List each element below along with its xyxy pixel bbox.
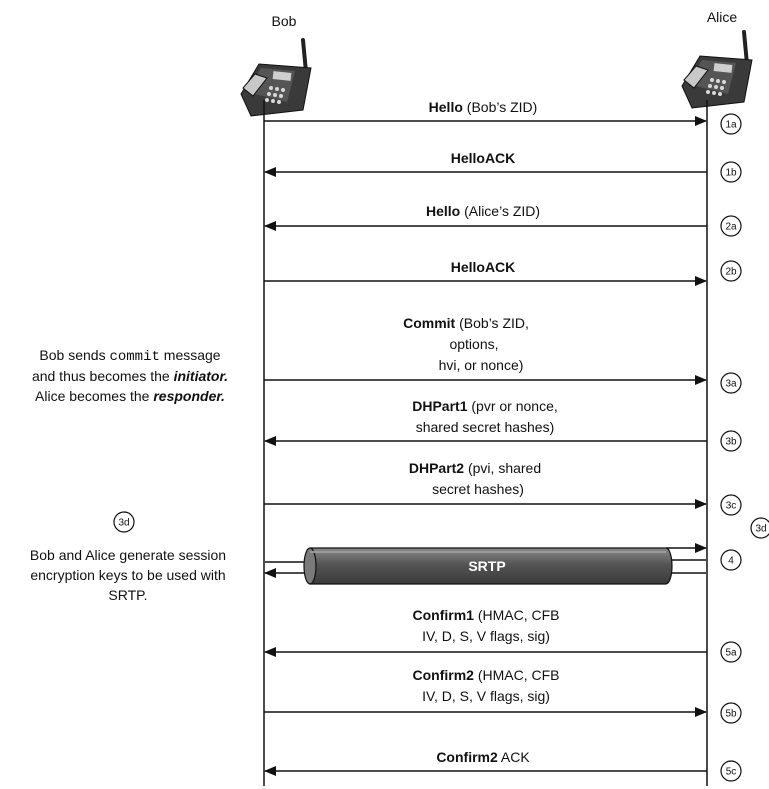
svg-text:1a: 1a (725, 120, 737, 131)
step-marker-5a: 5a (720, 641, 742, 663)
note-keys-line1: Bob and Alice generate session (30, 547, 226, 563)
msg-confirm1-label: Confirm1 (HMAC, CFB (412, 607, 559, 623)
msg-commit-label: Commit (Bob’s ZID, (403, 315, 529, 331)
svg-text:1b: 1b (725, 168, 737, 179)
svg-text:3c: 3c (726, 501, 737, 512)
alice-phone-icon (681, 30, 753, 109)
svg-text:5a: 5a (725, 648, 737, 659)
msg-commit-line3: hvi, or nonce) (439, 357, 524, 373)
msg-confirm1-line2: IV, D, S, V flags, sig) (422, 628, 550, 644)
msg-helloack-2-label: HelloACK (451, 259, 516, 275)
msg-confirm2-label: Confirm2 (HMAC, CFB (412, 667, 559, 683)
note-keys-line2: encryption keys to be used with (30, 567, 225, 583)
srtp-label: SRTP (468, 558, 505, 574)
step-marker-4: 4 (720, 549, 742, 571)
step-marker-1a: 1a (720, 113, 742, 135)
msg-dhpart2-line2: secret hashes) (432, 481, 524, 497)
step-marker-5b: 5b (720, 702, 742, 724)
step-marker-3d-left: 3d (113, 511, 135, 533)
svg-text:3d: 3d (755, 524, 766, 535)
svg-text:3d: 3d (118, 518, 129, 529)
step-marker-5c: 5c (720, 760, 742, 782)
msg-hello-bob-label: Hello (Bob’s ZID) (429, 99, 538, 115)
svg-text:5c: 5c (726, 767, 737, 778)
note-commit-line1: Bob sends commit message (39, 347, 220, 365)
step-marker-3a: 3a (720, 372, 742, 394)
svg-text:4: 4 (728, 556, 734, 567)
msg-dhpart1-label: DHPart1 (pvr or nonce, (412, 398, 558, 414)
msg-confirm2-ack-label: Confirm2 ACK (436, 749, 530, 765)
msg-dhpart1-line2: shared secret hashes) (416, 419, 555, 435)
bob-phone-icon (240, 38, 312, 117)
svg-text:3a: 3a (725, 379, 737, 390)
note-commit-line3: Alice becomes the responder. (35, 388, 225, 404)
svg-text:3b: 3b (725, 437, 737, 448)
step-marker-3b: 3b (720, 430, 742, 452)
msg-confirm2-line2: IV, D, S, V flags, sig) (422, 688, 550, 704)
participant-alice-label: Alice (707, 9, 738, 25)
msg-helloack-1-label: HelloACK (451, 150, 516, 166)
step-marker-3c: 3c (720, 494, 742, 516)
participant-bob-label: Bob (272, 13, 297, 29)
step-marker-2a: 2a (720, 215, 742, 237)
msg-commit-line2: options, (449, 336, 498, 352)
svg-text:5b: 5b (725, 709, 737, 720)
step-marker-2b: 2b (720, 260, 742, 282)
step-marker-1b: 1b (720, 161, 742, 183)
note-keys-line3: SRTP. (108, 587, 147, 603)
msg-hello-alice-label: Hello (Alice’s ZID) (426, 203, 540, 219)
srtp-tunnel (303, 547, 673, 585)
msg-dhpart2-label: DHPart2 (pvi, shared (409, 460, 541, 476)
note-commit-line2: and thus becomes the initiator. (32, 368, 228, 384)
step-marker-3d-right: 3d (750, 517, 769, 539)
svg-text:2a: 2a (725, 222, 737, 233)
svg-text:2b: 2b (725, 267, 737, 278)
